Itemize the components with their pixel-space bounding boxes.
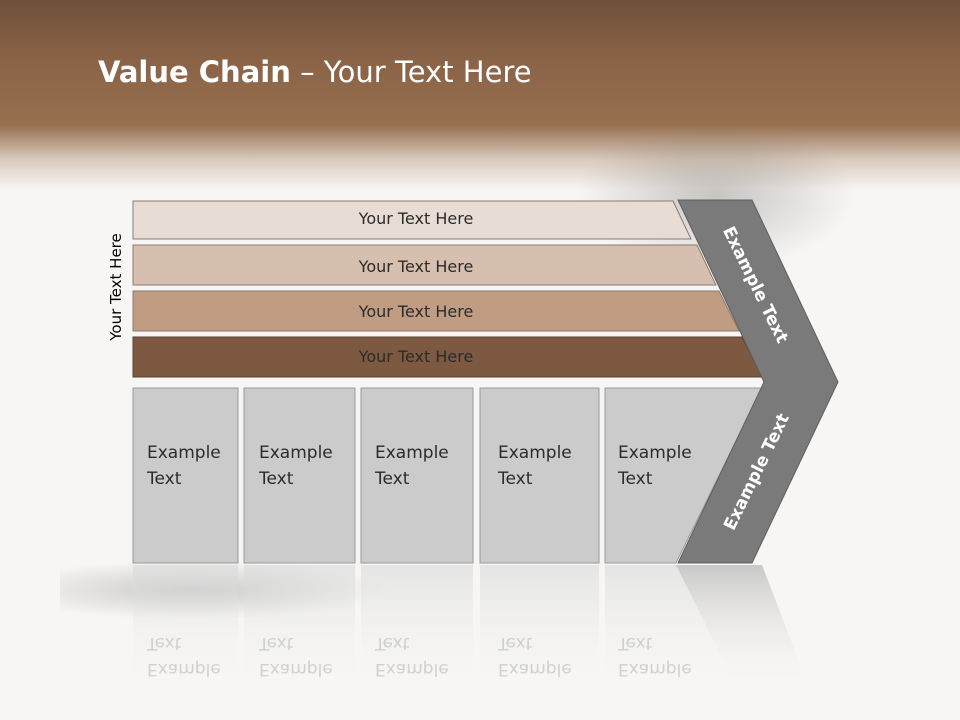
box-4-refl-line2: Text [498, 633, 533, 653]
box-3-reflection-text: Example Text [375, 630, 449, 682]
box-2-refl-line1: Example [259, 659, 333, 679]
box-4-refl-line1: Example [498, 659, 572, 679]
box-1-line2: Text [147, 469, 182, 489]
box-5-refl-line1: Example [618, 659, 692, 679]
box-4 [479, 387, 600, 564]
box-2-refl-line2: Text [259, 633, 294, 653]
row-1-band [132, 200, 692, 240]
box-2-line1: Example [259, 443, 333, 463]
box-2-line2: Text [259, 469, 294, 489]
box-4-reflection-text: Example Text [498, 630, 572, 682]
box-1-reflection-text: Example Text [147, 630, 221, 682]
title-banner [0, 0, 960, 190]
box-1-refl-line2: Text [147, 633, 182, 653]
box-4-reflection [480, 565, 599, 695]
arrow-reflection [676, 565, 810, 690]
box-3-line2: Text [375, 469, 410, 489]
title-bold: Value Chain [98, 55, 291, 89]
box-1-refl-line1: Example [147, 659, 221, 679]
box-1-reflection [133, 565, 238, 695]
box-4-line1: Example [498, 443, 572, 463]
box-5-line1: Example [618, 443, 692, 463]
box-1-line1: Example [147, 443, 221, 463]
slide-title: Value Chain – Your Text Here [98, 55, 532, 89]
side-label: Your Text Here [107, 233, 125, 341]
box-5-line2: Text [618, 469, 653, 489]
box-3-refl-line2: Text [375, 633, 410, 653]
row-1-label: Your Text Here [358, 209, 474, 228]
row-4-label: Your Text Here [358, 347, 474, 366]
box-2-reflection-text: Example Text [259, 630, 333, 682]
box-2 [243, 387, 356, 564]
box-4-line2: Text [498, 469, 533, 489]
box-5-refl-line2: Text [618, 633, 653, 653]
row-2-band [132, 244, 717, 286]
chevron-arrow [677, 199, 839, 564]
row-3-band [132, 290, 740, 332]
box-3-reflection [361, 565, 473, 695]
box-5 [604, 387, 763, 564]
box-5-reflection-text: Example Text [618, 630, 692, 682]
title-rest: – Your Text Here [290, 55, 532, 89]
box-3 [360, 387, 474, 564]
row-2-label: Your Text Here [358, 257, 474, 276]
box-2-reflection [244, 565, 355, 695]
box-3-refl-line1: Example [375, 659, 449, 679]
box-1 [132, 387, 239, 564]
box-5-reflection [605, 565, 740, 695]
box-3-line1: Example [375, 443, 449, 463]
row-3-label: Your Text Here [358, 302, 474, 321]
